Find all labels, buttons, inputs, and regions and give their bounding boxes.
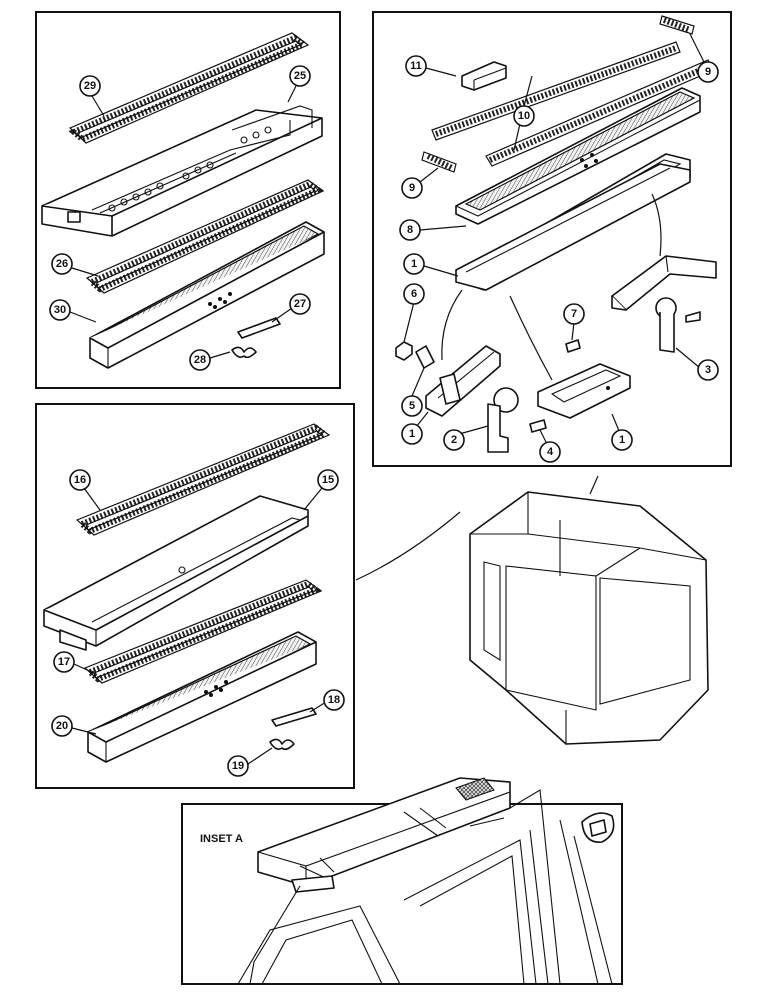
callout-20: 20 — [51, 715, 73, 737]
angle-bracket — [611, 255, 717, 311]
gasket-16 — [75, 423, 331, 536]
callout-26: 26 — [51, 253, 73, 275]
callout-28: 28 — [189, 349, 211, 371]
svg-text:27: 27 — [294, 298, 306, 310]
svg-text:29: 29 — [84, 80, 96, 92]
svg-text:20: 20 — [56, 720, 68, 732]
svg-text:1: 1 — [619, 434, 625, 446]
bracket-11 — [461, 61, 507, 91]
callouts: 29 25 26 30 27 28 11 9 10 9 8 1 6 7 3 5 … — [49, 55, 719, 777]
filter-element — [455, 87, 701, 225]
inset-cab-frame — [237, 789, 615, 985]
svg-text:1: 1 — [411, 258, 417, 270]
inset-a-label: INSET A — [200, 833, 243, 845]
svg-text:17: 17 — [58, 656, 70, 668]
channel-1-left — [425, 345, 501, 417]
housing-25 — [41, 105, 323, 237]
filter-30 — [89, 221, 325, 369]
gasket-26 — [85, 179, 325, 294]
callout-1-upper: 1 — [403, 253, 425, 275]
svg-text:1: 1 — [409, 428, 415, 440]
gasket-29 — [68, 32, 310, 144]
svg-text:30: 30 — [54, 304, 66, 316]
housing-15 — [43, 495, 309, 651]
panel-middle-left — [35, 403, 355, 789]
callout-15: 15 — [317, 469, 339, 491]
panel-top-right — [372, 11, 732, 467]
svg-text:16: 16 — [74, 474, 86, 486]
svg-text:18: 18 — [328, 694, 340, 706]
filter-20 — [87, 631, 317, 763]
callout-5: 5 — [401, 395, 423, 417]
callout-2: 2 — [443, 429, 465, 451]
strap-18 — [271, 707, 317, 727]
callout-9-top: 9 — [697, 61, 719, 83]
svg-text:25: 25 — [294, 70, 306, 82]
callout-17: 17 — [53, 651, 75, 673]
callout-10: 10 — [513, 105, 535, 127]
cab-illustration — [355, 475, 709, 745]
svg-text:11: 11 — [410, 60, 422, 72]
channel-1-right — [537, 363, 631, 419]
svg-text:2: 2 — [451, 434, 457, 446]
callout-4: 4 — [539, 441, 561, 463]
wing-nut-28 — [231, 346, 257, 359]
callout-1-left: 1 — [401, 423, 423, 445]
svg-text:9: 9 — [409, 182, 415, 194]
latch-3 — [655, 297, 701, 353]
callout-8: 8 — [399, 219, 421, 241]
callout-3: 3 — [697, 359, 719, 381]
svg-text:4: 4 — [547, 446, 554, 458]
callout-6: 6 — [403, 283, 425, 305]
bolt-7 — [565, 339, 581, 353]
svg-text:19: 19 — [232, 760, 244, 772]
spacer-5 — [415, 345, 435, 369]
callout-7: 7 — [563, 303, 585, 325]
bolt-4 — [529, 419, 547, 433]
svg-text:26: 26 — [56, 258, 68, 270]
svg-text:8: 8 — [407, 224, 413, 236]
callout-11: 11 — [405, 55, 427, 77]
callout-27: 27 — [289, 293, 311, 315]
strip-9-bottom — [421, 151, 457, 173]
latch-2 — [487, 387, 519, 453]
svg-text:3: 3 — [705, 364, 711, 376]
svg-text:9: 9 — [705, 66, 711, 78]
callout-9-bottom: 9 — [401, 177, 423, 199]
callout-19: 19 — [227, 755, 249, 777]
callout-18: 18 — [323, 689, 345, 711]
svg-text:5: 5 — [409, 400, 415, 412]
channel-1-long — [455, 163, 691, 291]
svg-text:28: 28 — [194, 354, 206, 366]
callout-1-right: 1 — [611, 429, 633, 451]
strap-27 — [237, 317, 281, 339]
wing-nut-19 — [269, 738, 295, 751]
gasket-17 — [83, 579, 323, 684]
svg-text:10: 10 — [518, 110, 530, 122]
svg-text:6: 6 — [411, 288, 417, 300]
callout-30: 30 — [49, 299, 71, 321]
svg-text:15: 15 — [322, 474, 334, 486]
panel-inset-a: INSET A — [181, 777, 623, 985]
strip-10-upper — [431, 41, 681, 141]
callout-16: 16 — [69, 469, 91, 491]
inset-cab-roof — [257, 777, 511, 893]
svg-text:7: 7 — [571, 308, 577, 320]
callout-29: 29 — [79, 75, 101, 97]
strip-9-top — [662, 17, 692, 33]
callout-25: 25 — [289, 65, 311, 87]
